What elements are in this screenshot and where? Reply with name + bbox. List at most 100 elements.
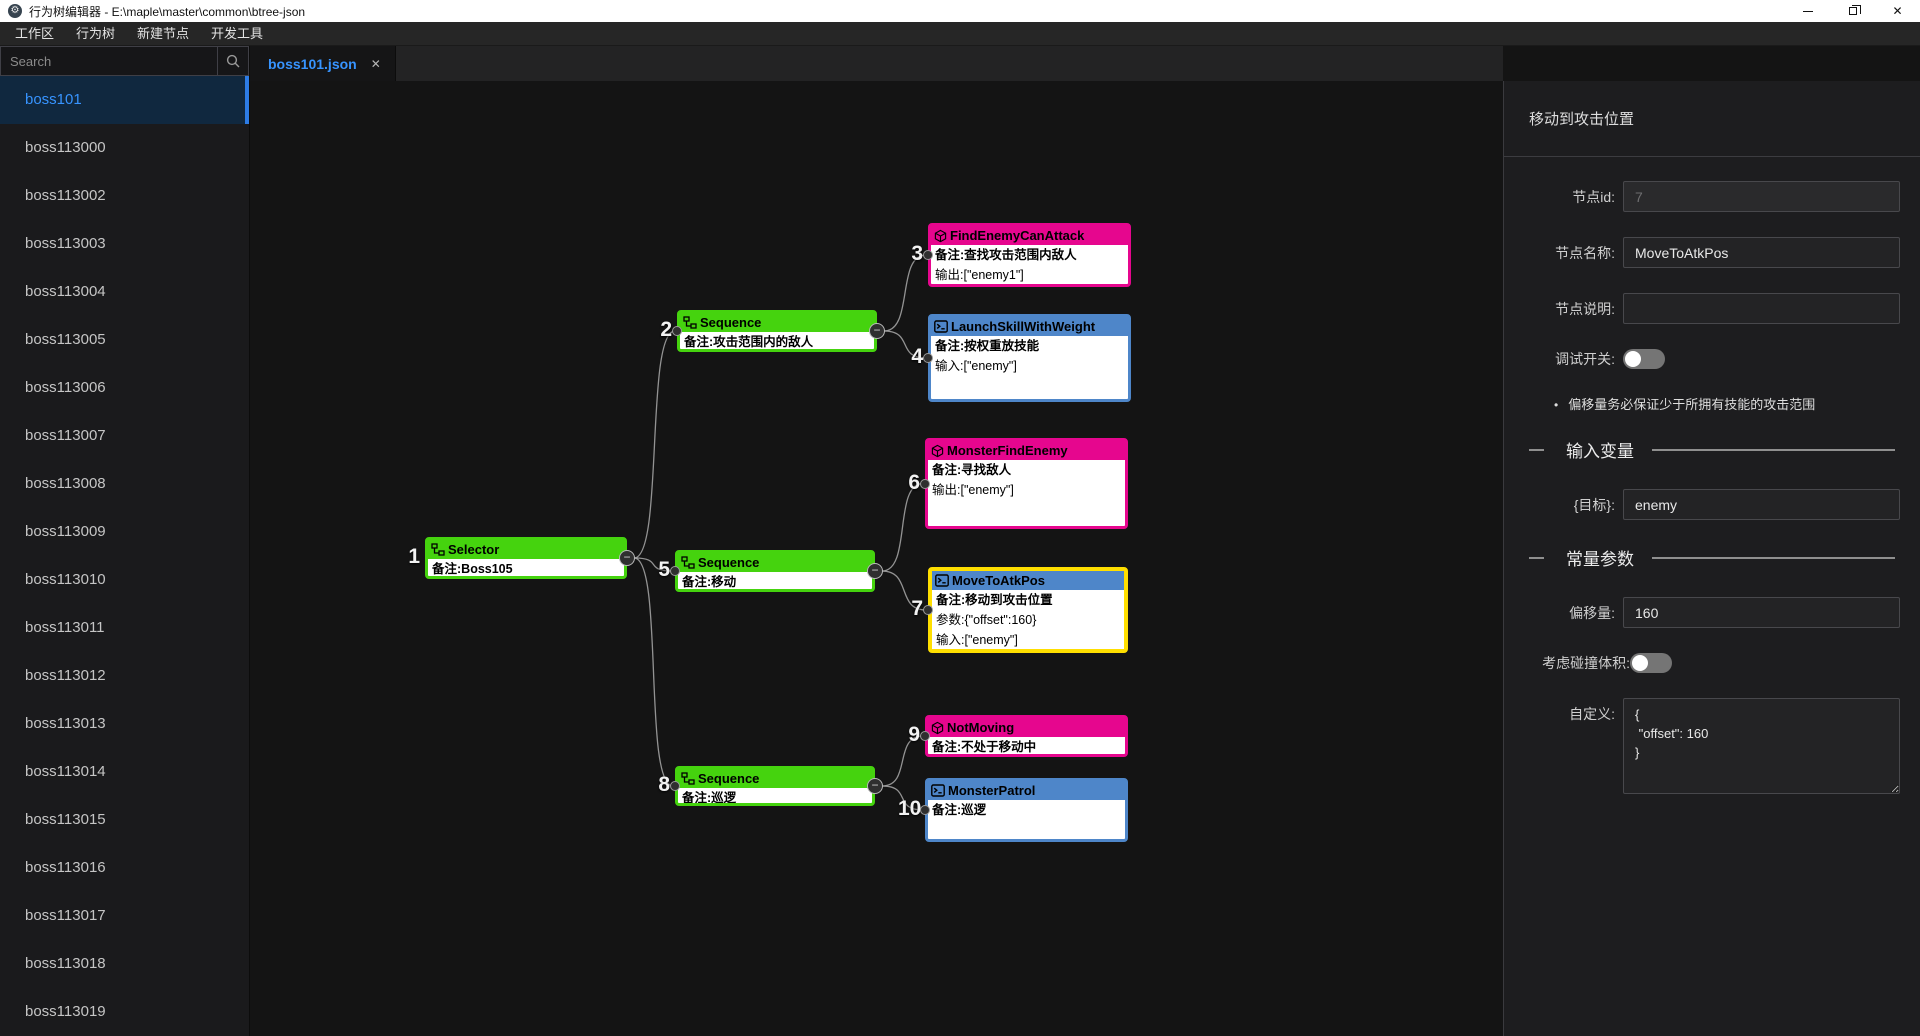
- node-order-number: 10: [898, 797, 922, 820]
- sidebar-item-boss113009[interactable]: boss113009: [25, 523, 106, 540]
- node-header: LaunchSkillWithWeight: [931, 317, 1128, 336]
- section-rule: [1652, 448, 1895, 451]
- minimize-button[interactable]: [1785, 0, 1830, 22]
- node-line: 备注:不处于移动中: [932, 740, 1037, 754]
- window-title: 行为树编辑器 - E:\maple\master\common\btree-js…: [29, 4, 306, 19]
- subtree-icon: [681, 556, 695, 569]
- node-header: Sequence: [678, 553, 872, 572]
- app-gear-icon: ⚙: [8, 4, 22, 18]
- node-out-port[interactable]: −: [619, 550, 635, 566]
- sidebar-item-boss113015[interactable]: boss113015: [25, 811, 106, 828]
- sidebar-item-boss113017[interactable]: boss113017: [25, 907, 106, 924]
- menu-item-工作区[interactable]: 工作区: [15, 25, 55, 41]
- search-bar: [0, 46, 249, 76]
- panel-title: 移动到攻击位置: [1529, 111, 1635, 128]
- section-dash: [1529, 556, 1544, 559]
- node-in-port[interactable]: [923, 353, 933, 363]
- node-title: Sequence: [700, 315, 762, 330]
- target-field[interactable]: [1623, 489, 1900, 520]
- collision-toggle-row: 考虑碰撞体积:: [1520, 653, 1900, 673]
- node-name-field[interactable]: [1623, 237, 1900, 268]
- sidebar-item-boss101[interactable]: boss101: [0, 76, 249, 124]
- node-id-row: 节点id:: [1520, 181, 1900, 212]
- node-out-port[interactable]: −: [869, 323, 885, 339]
- node-line: 输出:["enemy"]: [932, 483, 1014, 497]
- tab-boss101.json[interactable]: boss101.json✕: [250, 46, 396, 81]
- sidebar-item-boss113000[interactable]: boss113000: [25, 139, 106, 156]
- sidebar-item-boss113003[interactable]: boss113003: [25, 235, 106, 252]
- sidebar-item-boss113002[interactable]: boss113002: [25, 187, 106, 204]
- custom-json-field[interactable]: { "offset": 160 }: [1623, 698, 1900, 794]
- node-title: LaunchSkillWithWeight: [951, 319, 1096, 334]
- condition-cube-icon: [934, 229, 947, 243]
- node-title: Sequence: [698, 771, 760, 786]
- node-in-port[interactable]: [670, 781, 680, 791]
- node-desc-field[interactable]: [1623, 293, 1900, 324]
- sidebar-item-boss113012[interactable]: boss113012: [25, 667, 106, 684]
- bt-node-Sequence[interactable]: Sequence 备注:巡逻: [675, 766, 875, 806]
- sidebar-item-boss113007[interactable]: boss113007: [25, 427, 106, 444]
- search-input[interactable]: [1, 47, 217, 75]
- node-links: [633, 254, 927, 811]
- bt-node-Sequence[interactable]: Sequence 备注:攻击范围内的敌人: [677, 310, 877, 352]
- node-body: 备注:移动到攻击位置参数:{"offset":160}输入:["enemy"]: [932, 590, 1124, 649]
- offset-label: 偏移量:: [1569, 604, 1615, 621]
- node-in-port[interactable]: [920, 478, 930, 489]
- node-out-port[interactable]: −: [867, 778, 883, 794]
- node-line: 备注:寻找敌人: [932, 463, 1012, 477]
- sidebar-item-boss113019[interactable]: boss113019: [25, 1003, 106, 1020]
- node-body: 备注:巡逻: [678, 788, 872, 803]
- restore-button[interactable]: [1830, 0, 1875, 22]
- node-body: 备注:移动: [678, 572, 872, 589]
- node-in-port[interactable]: [923, 605, 933, 615]
- search-button[interactable]: [217, 47, 248, 75]
- close-button[interactable]: ✕: [1875, 0, 1920, 22]
- action-terminal-icon: [935, 574, 949, 587]
- node-in-port[interactable]: [670, 566, 680, 576]
- search-icon: [226, 54, 240, 68]
- sidebar-item-boss113006[interactable]: boss113006: [25, 379, 106, 396]
- section-rule: [1652, 556, 1895, 559]
- node-in-port[interactable]: [920, 731, 930, 741]
- collision-toggle[interactable]: [1630, 653, 1672, 673]
- node-line: 输出:["enemy1"]: [935, 268, 1024, 282]
- node-header: MonsterPatrol: [928, 781, 1125, 800]
- tab-close-icon[interactable]: ✕: [370, 56, 381, 71]
- debug-toggle[interactable]: [1623, 349, 1665, 369]
- menu-item-新建节点[interactable]: 新建节点: [137, 25, 190, 41]
- sidebar-item-boss113008[interactable]: boss113008: [25, 475, 106, 492]
- sidebar-item-boss113011[interactable]: boss113011: [25, 619, 105, 636]
- sidebar-item-boss113005[interactable]: boss113005: [25, 331, 106, 348]
- node-in-port[interactable]: [920, 805, 930, 815]
- node-line: 备注:攻击范围内的敌人: [684, 335, 814, 349]
- action-terminal-icon: [931, 784, 945, 797]
- sidebar-item-boss113013[interactable]: boss113013: [25, 715, 106, 732]
- menu-item-行为树[interactable]: 行为树: [76, 25, 116, 41]
- const-params-title: 常量参数: [1566, 550, 1634, 569]
- tab-strip: boss101.json✕: [250, 46, 1503, 81]
- node-in-port[interactable]: [672, 326, 682, 336]
- node-out-port[interactable]: −: [867, 563, 883, 579]
- sidebar-item-boss113016[interactable]: boss113016: [25, 859, 106, 876]
- sidebar-item-boss113014[interactable]: boss113014: [25, 763, 106, 780]
- node-in-port[interactable]: [923, 250, 933, 260]
- sidebar-item-boss113010[interactable]: boss113010: [25, 571, 106, 588]
- node-order-number: 7: [911, 597, 923, 620]
- node-header: Sequence: [680, 313, 874, 332]
- offset-field[interactable]: [1623, 597, 1900, 628]
- menu-item-开发工具[interactable]: 开发工具: [211, 25, 264, 41]
- offset-row: 偏移量:: [1520, 597, 1900, 628]
- sidebar-item-boss113004[interactable]: boss113004: [25, 283, 106, 300]
- sidebar-item-boss113018[interactable]: boss113018: [25, 955, 106, 972]
- panel-header: 移动到攻击位置: [1504, 81, 1920, 157]
- node-header: Selector: [428, 540, 624, 559]
